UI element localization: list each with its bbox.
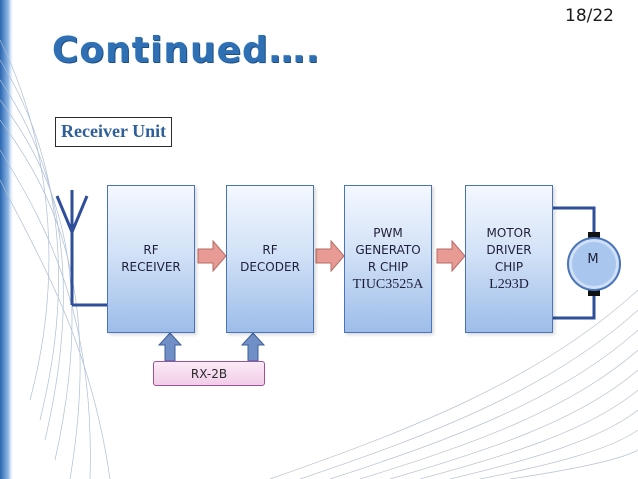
motor-driver-text-group: MOTOR DRIVER CHIP L293D [486,225,531,293]
pwm-text-group: PWM GENERATO R CHIP TIUC3525A [353,225,424,293]
motor-driver-label: MOTOR DRIVER CHIP [486,226,532,274]
motor-driver-chip-name: L293D [489,277,529,292]
rx-2b-box: RX-2B [153,361,265,386]
rf-receiver-label: RF RECEIVER [121,243,181,274]
rf-decoder-block: RF DECODER [226,185,314,333]
rf-decoder-label: RF DECODER [240,243,300,274]
motor-wires [552,206,596,320]
up-arrow-icon [157,332,266,362]
section-label: Receiver Unit [55,117,173,147]
rf-receiver-block: RF RECEIVER [107,185,195,333]
antenna-icon [55,190,108,307]
swoosh-lines [0,39,111,479]
left-edge-bar [0,0,14,479]
right-arrow-icon [197,239,466,273]
rx-2b-label: RX-2B [190,366,228,381]
bottom-right-swoosh [269,289,638,479]
pwm-generator-block: PWM GENERATO R CHIP TIUC3525A [344,185,432,333]
motor-driver-block: MOTOR DRIVER CHIP L293D [465,185,553,333]
motor-label: M [587,252,599,267]
slide-title: Continued…. [52,30,321,71]
motor-icon [567,232,621,296]
pwm-generator-label: PWM GENERATO R CHIP [355,226,421,274]
pwm-chip-name: TIUC3525A [352,277,424,292]
page-number: 18/22 [565,6,614,26]
